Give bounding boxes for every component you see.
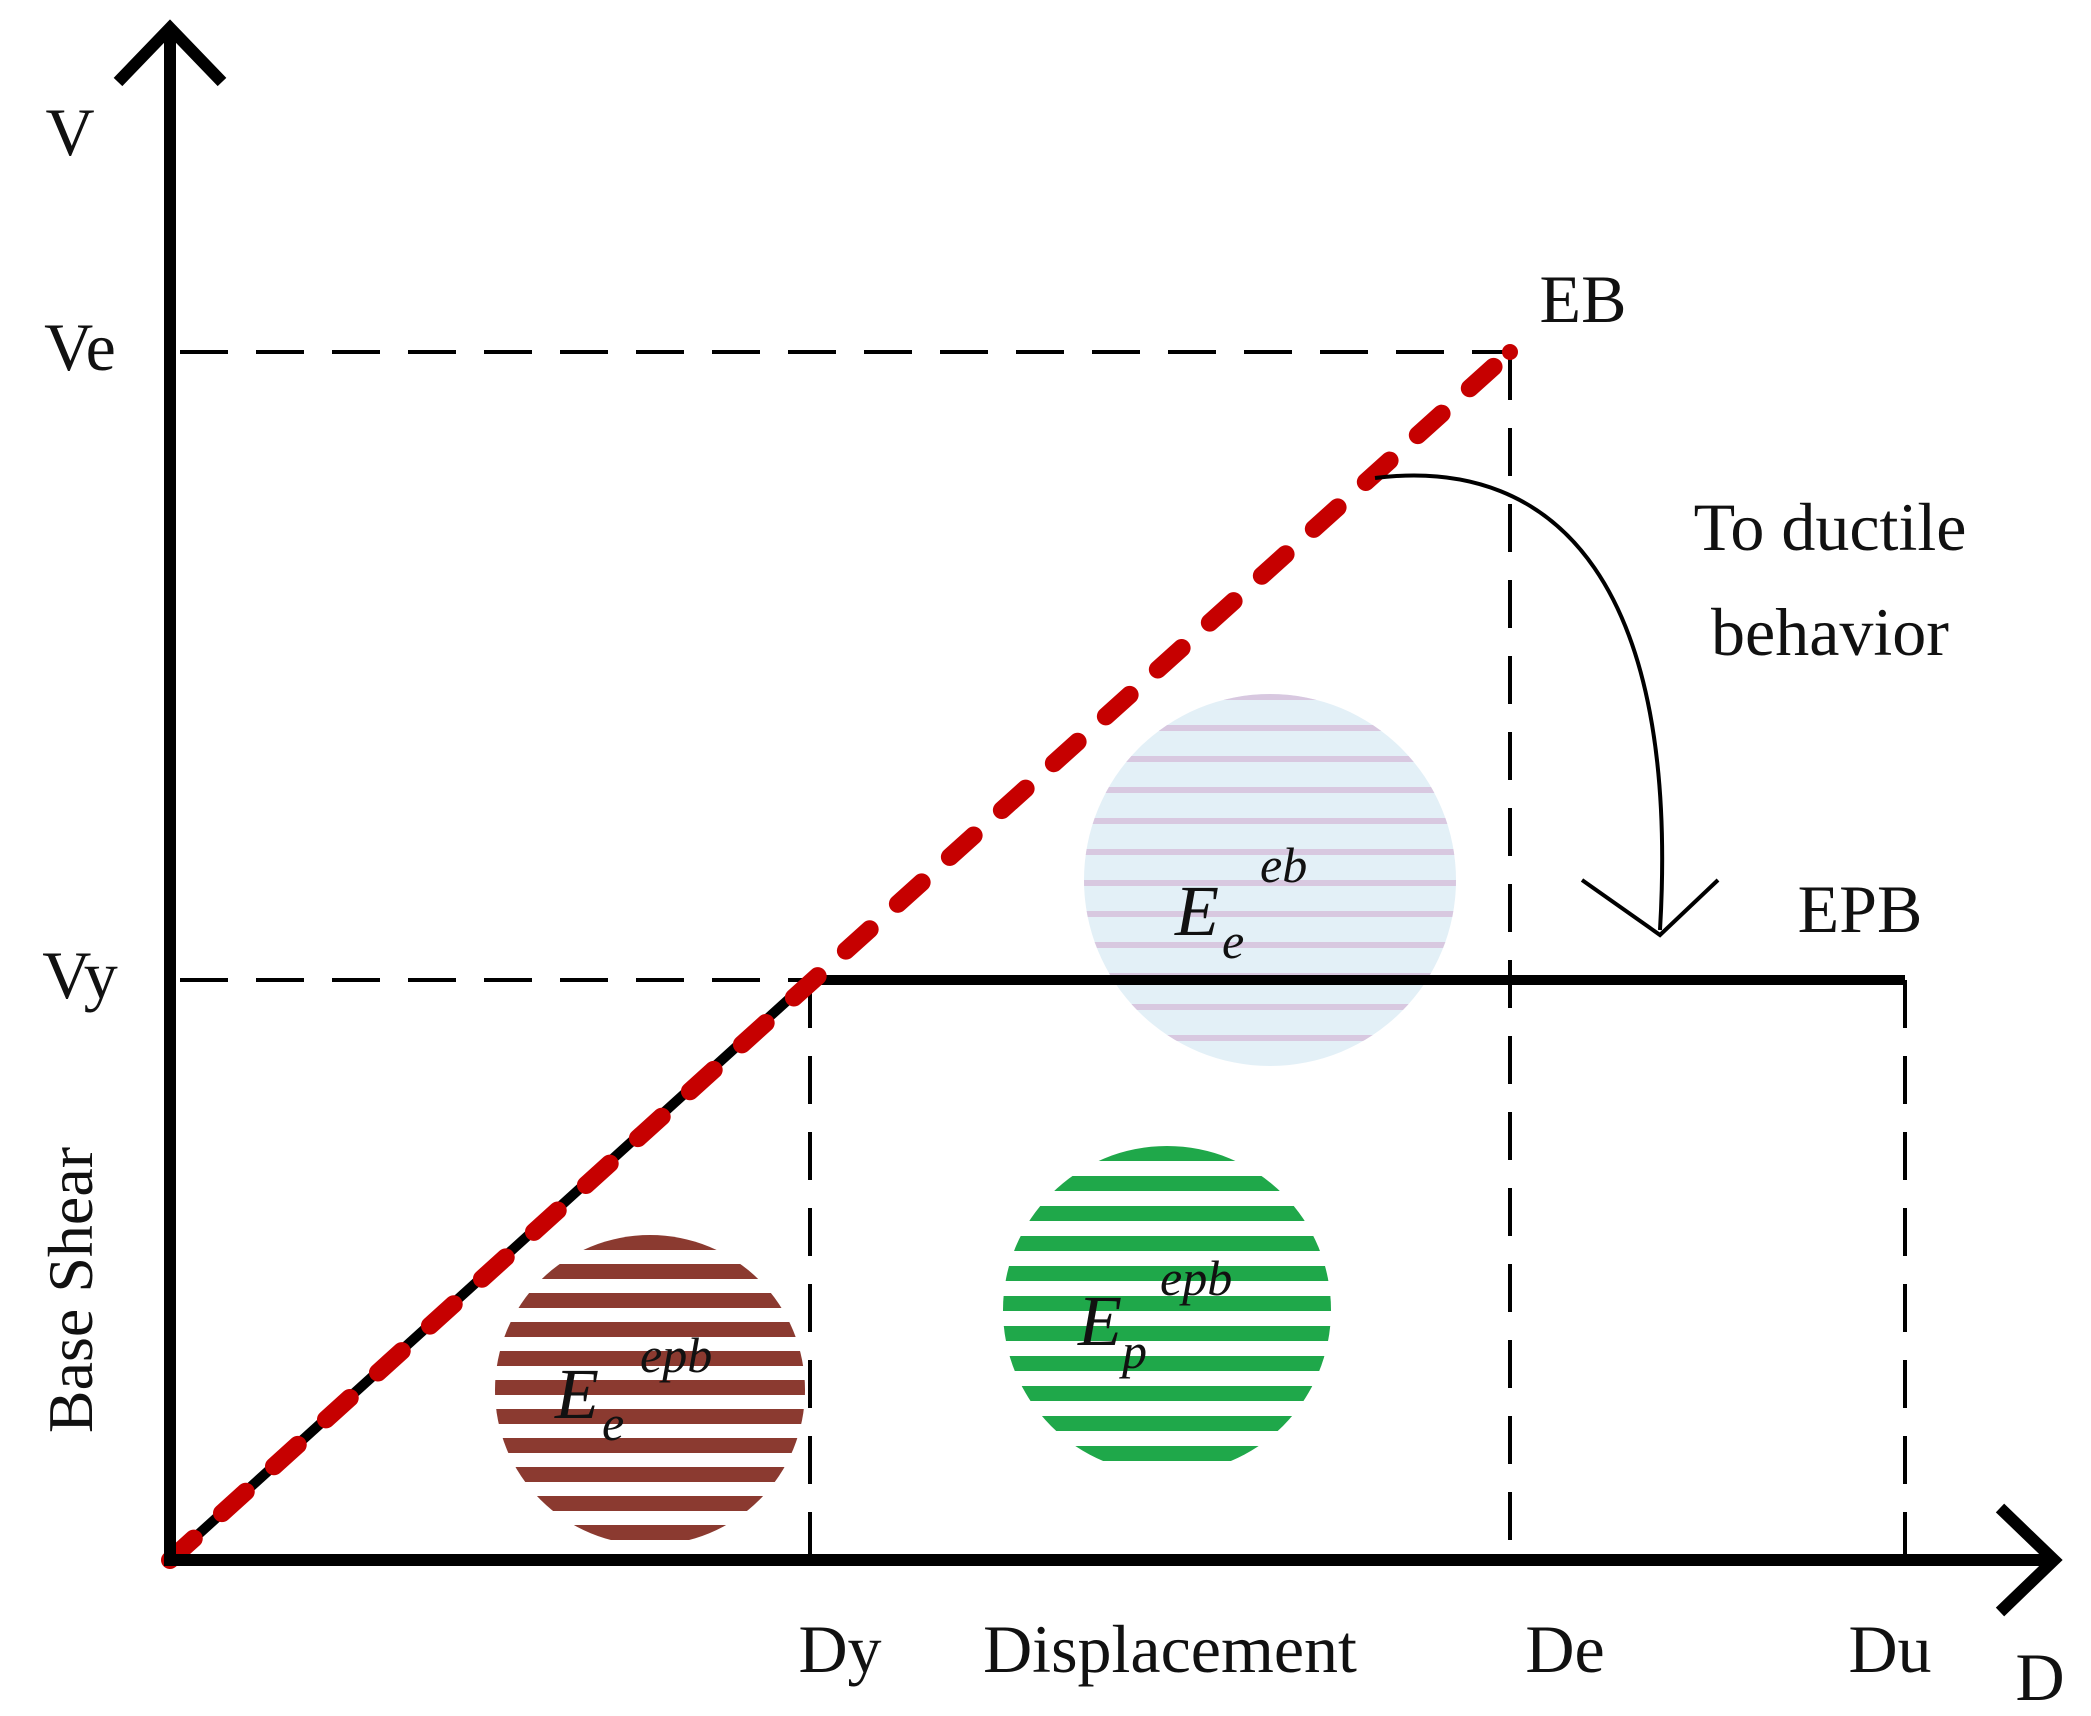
stripe <box>1084 849 1456 855</box>
eb-curve <box>161 343 1519 1569</box>
elastic-energy-epb-stripes <box>495 1235 805 1540</box>
dy-label: Dy <box>798 1611 881 1687</box>
stripe <box>495 1380 805 1395</box>
plastic-energy-epb-subscript: p <box>1119 1323 1147 1379</box>
stripe <box>1003 1206 1331 1221</box>
ductile-annotation-line1: To ductile <box>1694 489 1967 565</box>
plastic-energy-epb-circle <box>1003 1146 1331 1461</box>
stripe <box>1084 818 1456 824</box>
stripe <box>495 1525 805 1540</box>
ductile-transition-arrow <box>1374 473 1665 931</box>
stripe <box>1003 1446 1331 1461</box>
elastic-energy-eb-circle <box>1084 694 1456 1066</box>
du-label: Du <box>1848 1611 1931 1687</box>
y-axis-arrow-icon <box>113 19 227 87</box>
elastic-energy-eb-base: E <box>1174 871 1219 951</box>
stripe <box>495 1438 805 1453</box>
plastic-energy-epb-superscript: epb <box>1160 1250 1232 1306</box>
y-axis-title: Base Shear <box>35 1147 106 1433</box>
y-axis-symbol: V <box>45 94 94 170</box>
stripe <box>495 1264 805 1279</box>
stripe <box>1084 1035 1456 1041</box>
stripe <box>495 1322 805 1337</box>
elastic-energy-epb-superscript: epb <box>640 1327 712 1383</box>
stripe <box>1003 1176 1331 1191</box>
stripe <box>1084 942 1456 948</box>
stripe <box>1084 725 1456 731</box>
ve-label: Ve <box>44 309 116 385</box>
stripe <box>1084 756 1456 762</box>
elastic-energy-eb-symbol: E e eb <box>1174 837 1307 969</box>
stripe <box>495 1235 805 1250</box>
stripe <box>1003 1416 1331 1431</box>
stripe <box>495 1409 805 1424</box>
stripe <box>1084 787 1456 793</box>
stripe <box>1003 1236 1331 1251</box>
stripe <box>495 1496 805 1511</box>
ductile-annotation-line2: behavior <box>1711 594 1949 670</box>
axes <box>113 19 2063 1617</box>
x-axis-arrow-icon <box>1995 1503 2063 1617</box>
elastic-energy-epb-circle <box>495 1235 805 1540</box>
stripe <box>1003 1266 1331 1281</box>
stripe <box>1003 1326 1331 1341</box>
eb-end-point <box>1502 344 1518 360</box>
stripe <box>1084 694 1456 700</box>
vy-label: Vy <box>42 937 118 1013</box>
plastic-energy-epb-symbol: E p epb <box>1077 1250 1232 1379</box>
elastic-energy-epb-symbol: E e epb <box>554 1327 712 1451</box>
stripe <box>1003 1386 1331 1401</box>
x-axis-title: Displacement <box>983 1611 1357 1687</box>
eb-label: EB <box>1540 261 1627 337</box>
x-axis-symbol: D <box>2015 1639 2064 1715</box>
ductile-arrow-head-icon <box>1580 878 1720 938</box>
elastic-energy-eb-stripes <box>1084 694 1456 1041</box>
stripe <box>495 1351 805 1366</box>
epb-label: EPB <box>1798 871 1923 947</box>
de-label: De <box>1525 1611 1604 1687</box>
elastic-energy-epb-subscript: e <box>602 1395 624 1451</box>
stripe <box>1084 880 1456 886</box>
stripe <box>495 1293 805 1308</box>
stripe <box>1003 1296 1331 1311</box>
stripe <box>1084 911 1456 917</box>
stripe <box>495 1467 805 1482</box>
elastic-energy-eb-subscript: e <box>1222 913 1244 969</box>
stripe <box>1003 1146 1331 1161</box>
stripe <box>1084 1004 1456 1010</box>
elastic-energy-epb-base: E <box>554 1354 599 1434</box>
elastic-energy-eb-superscript: eb <box>1260 837 1307 893</box>
plastic-energy-epb-base: E <box>1077 1281 1122 1361</box>
plastic-energy-epb-stripes <box>1003 1146 1331 1461</box>
stripe <box>1003 1356 1331 1371</box>
